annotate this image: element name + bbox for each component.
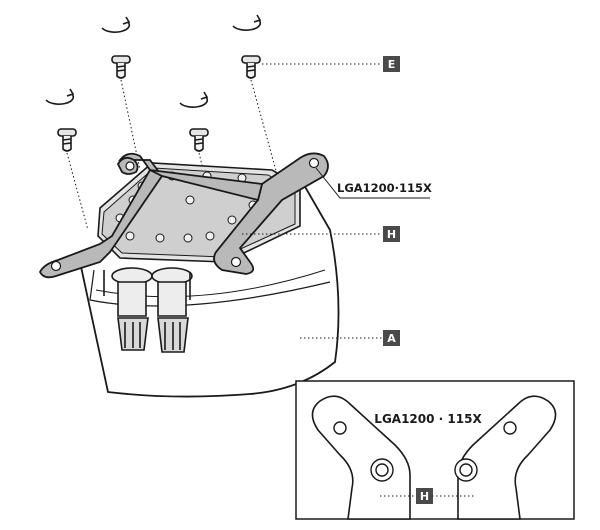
screw-mid-right bbox=[179, 91, 209, 152]
label-E: E bbox=[383, 56, 400, 72]
label-H: H bbox=[383, 226, 400, 242]
callout-lines bbox=[242, 63, 430, 339]
inset-label-H-text: H bbox=[420, 490, 429, 503]
bracket-holes bbox=[50, 157, 320, 272]
screw-group bbox=[45, 14, 262, 152]
label-E-text: E bbox=[388, 58, 396, 71]
inset-right-arm bbox=[457, 395, 557, 520]
screw-top-right bbox=[232, 14, 262, 79]
screw-mid-left bbox=[45, 88, 77, 152]
bracket-callout-text: LGA1200·115X bbox=[337, 181, 432, 195]
inset-title-text: LGA1200 · 115X bbox=[374, 412, 482, 426]
inset-detail: LGA1200 · 115X H bbox=[295, 380, 575, 520]
label-A: A bbox=[383, 330, 400, 346]
label-A-text: A bbox=[387, 332, 396, 345]
screw-top-left bbox=[101, 16, 131, 79]
label-H-text: H bbox=[387, 228, 396, 241]
hose-fittings bbox=[103, 267, 193, 353]
